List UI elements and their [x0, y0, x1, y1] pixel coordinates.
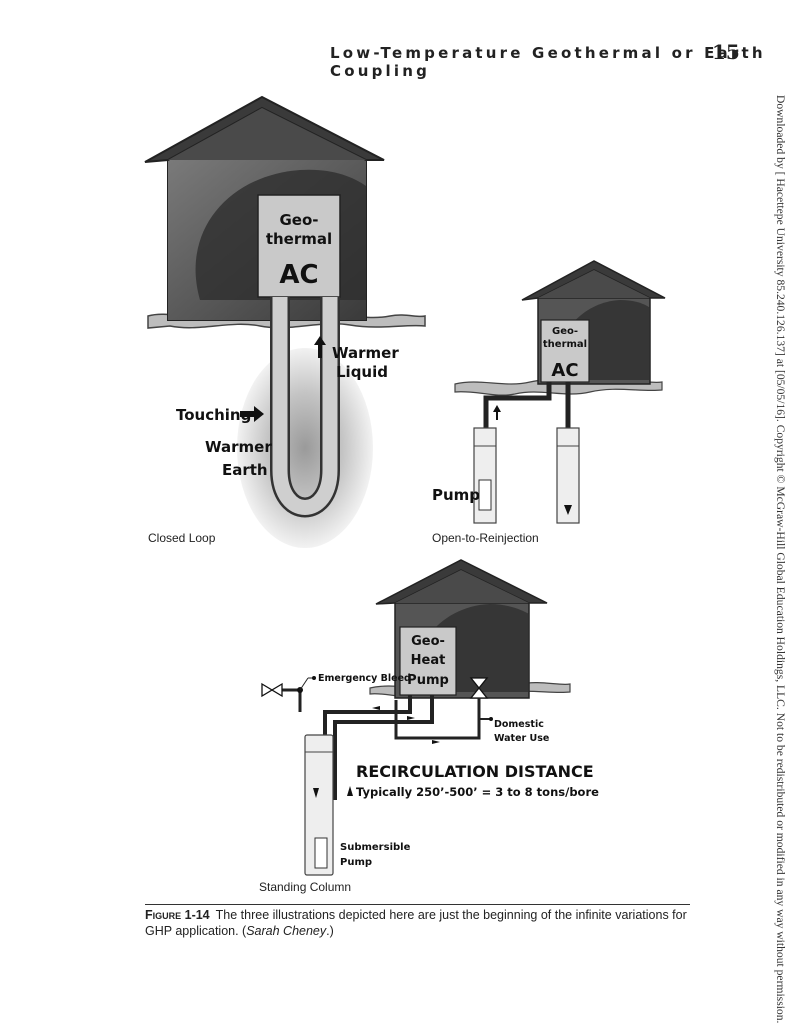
geothermal-figure: Geo- thermal AC Warmer Liquid Touching W… [144, 95, 666, 894]
standing-column-diagram: Geo- Heat Pump Emergency Bleed Domestic … [259, 559, 599, 894]
submersible-pump [314, 837, 328, 869]
open-unit-line3: AC [551, 360, 578, 381]
warmer-liquid-up-arrow [314, 336, 326, 358]
warmer-earth-label2: Earth [222, 461, 268, 479]
closed-loop-caption: Closed Loop [148, 531, 216, 545]
recirculation-subtitle: Typically 250’-500’ = 3 to 8 tons/bore [356, 785, 599, 799]
geo-heat-pump-unit [399, 626, 457, 696]
reinjection-well [556, 427, 580, 524]
domestic-label: Domestic [494, 719, 544, 730]
open-pump-label: Pump [432, 486, 480, 504]
caption-end: .) [326, 924, 334, 938]
submersible-pump-label: Pump [340, 857, 372, 868]
open-loop-caption: Open-to-Reinjection [432, 531, 539, 545]
closed-unit-line1: Geo- [279, 211, 318, 229]
closed-loop-diagram: Geo- thermal AC Warmer Liquid Touching W… [144, 95, 426, 548]
standing-column-caption: Standing Column [259, 880, 351, 894]
figure-label: Figure 1-14 [145, 908, 210, 922]
well-pump [478, 479, 492, 511]
running-head: Low-Temperature Geothermal or Earth Coup… [330, 44, 766, 80]
caption-text: The three illustrations depicted here ar… [145, 908, 687, 938]
liquid-label: Liquid [336, 363, 388, 381]
warmer-earth-label1: Warmer [205, 438, 272, 456]
caption-rule [145, 904, 690, 905]
closed-unit-line2: thermal [266, 230, 332, 248]
submersible-label: Submersible [340, 842, 411, 853]
open-unit-line1: Geo- [552, 326, 578, 337]
recirculation-title: RECIRCULATION DISTANCE [356, 762, 594, 781]
open-geothermal-unit [540, 319, 590, 383]
open-loop-diagram: Geo- thermal AC Pump Open-to-Reinjection [432, 260, 666, 545]
warmer-label: Warmer [332, 344, 399, 362]
page-number: 15 [712, 40, 740, 64]
heat-pump-line1: Geo- [411, 634, 445, 649]
caption-credit: Sarah Cheney [246, 924, 327, 938]
touching-right-arrow [240, 406, 264, 422]
heat-pump-line2: Heat [411, 653, 446, 668]
heat-pump-line3: Pump [407, 673, 449, 688]
emergency-bleed-label: Emergency Bleed [318, 673, 411, 684]
touching-label: Touching [176, 406, 251, 424]
supply-up-arrow [493, 405, 501, 420]
open-unit-line2: thermal [543, 339, 587, 350]
standing-return-pipe [333, 695, 434, 800]
reinjection-down-arrow [564, 505, 572, 515]
water-use-label: Water Use [494, 733, 549, 744]
closed-unit-line3: AC [279, 260, 318, 290]
bleed-valve-icon [261, 682, 283, 698]
closed-geothermal-unit [257, 194, 341, 298]
